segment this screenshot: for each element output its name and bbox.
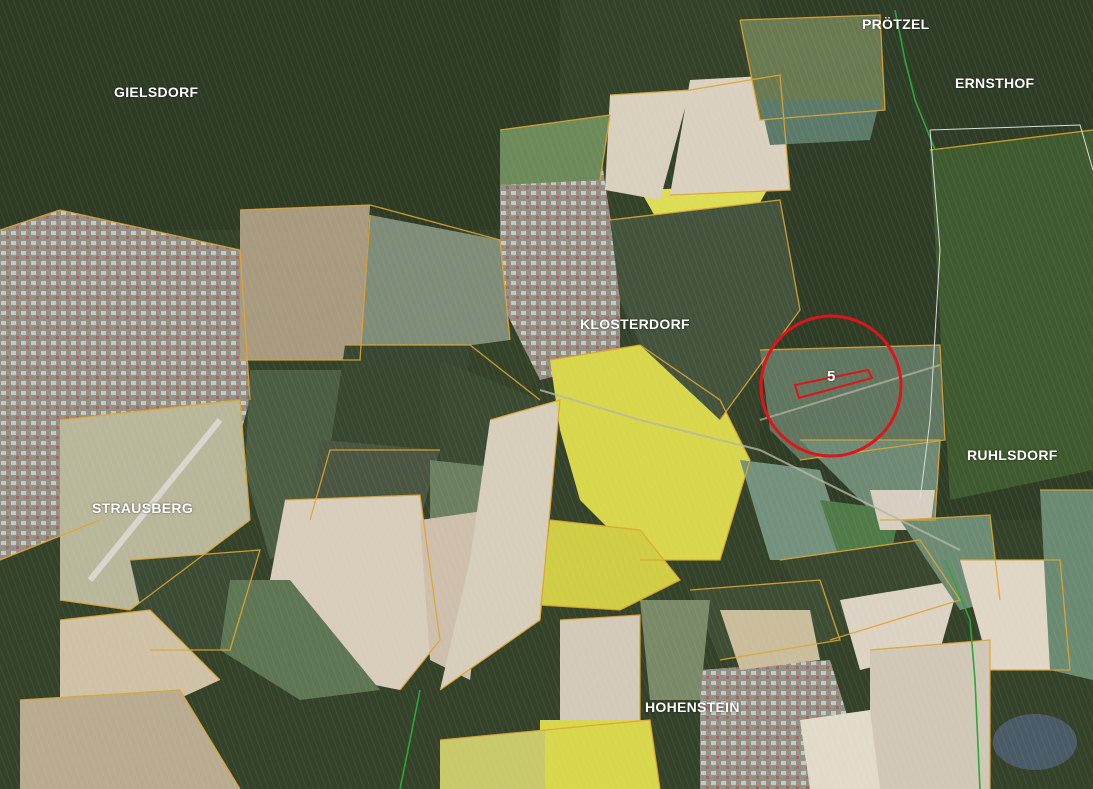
- road: [539, 389, 961, 551]
- site-5-marker: [759, 314, 903, 458]
- municipal-boundaries: [399, 9, 981, 789]
- parcel-boundaries: [0, 14, 1093, 789]
- site-5-circle: [759, 314, 903, 458]
- site-number-label[interactable]: 5: [827, 368, 836, 385]
- site-5-outline: [793, 368, 874, 400]
- district-boundary: [919, 129, 941, 501]
- district-boundary: [929, 124, 1093, 171]
- road: [759, 364, 941, 421]
